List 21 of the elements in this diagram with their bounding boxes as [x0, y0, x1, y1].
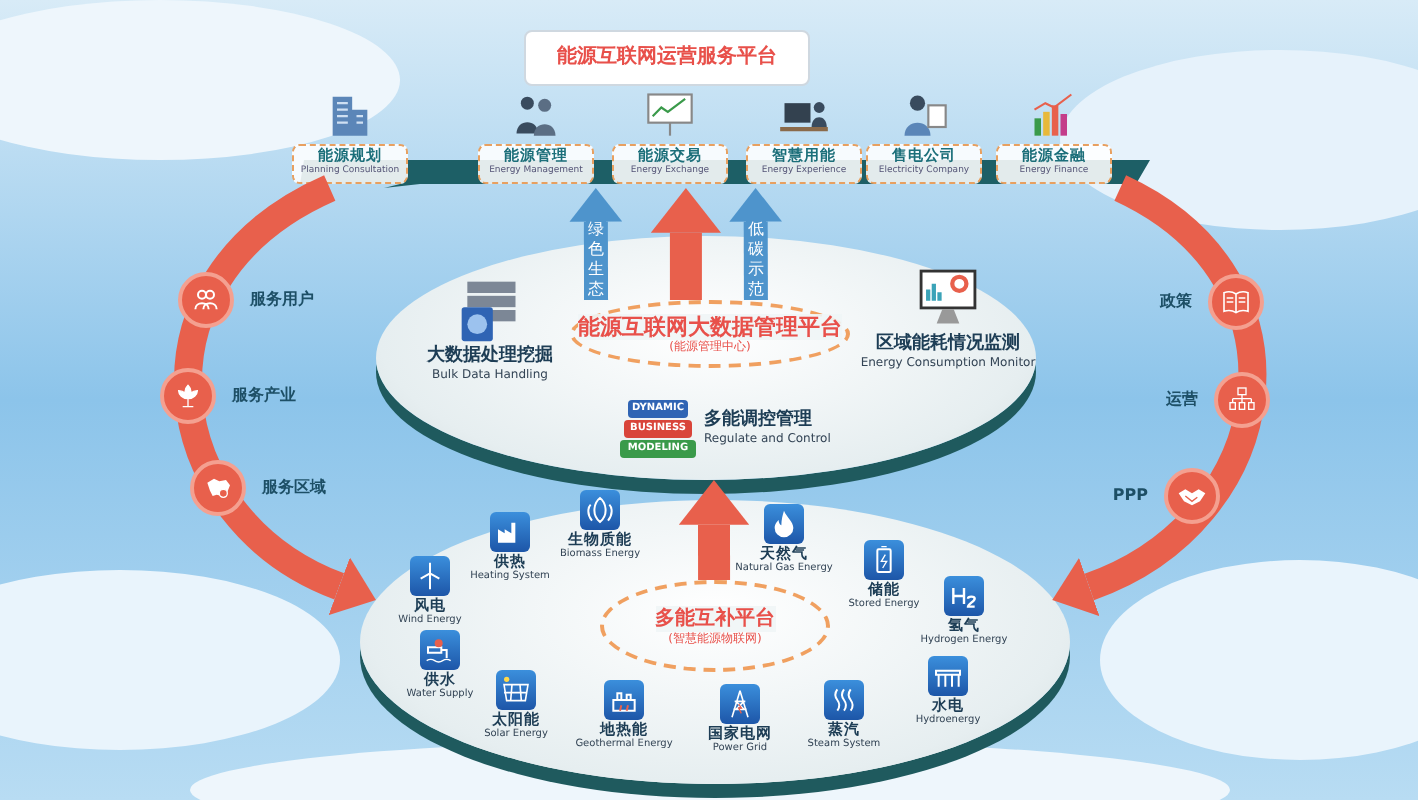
dashed-ring [570, 300, 850, 368]
platform-name: 多能互补平台 [655, 605, 775, 631]
side-label: 运营 [1166, 388, 1198, 412]
side-label: PPP [1112, 484, 1148, 508]
dashed-ring [600, 580, 830, 672]
arrow [650, 188, 722, 300]
edge-label: 低碳示范 [745, 220, 766, 301]
side-label: 服务产业 [232, 384, 296, 408]
side-label: 政策 [1160, 290, 1192, 314]
item-name: 大数据处理挖掘 [427, 344, 553, 368]
side-label: 服务用户 [250, 288, 314, 312]
item-name: 多能调控管理 [704, 408, 814, 432]
item-name: 区域能耗情况监测 [876, 332, 1020, 356]
arrow [174, 175, 375, 615]
arrow [569, 188, 623, 301]
side-label: 服务区域 [262, 476, 326, 500]
edge-label: 绿色生态 [585, 220, 606, 301]
platform-name: 能源互联网大数据管理平台 [578, 313, 842, 339]
arrow [729, 188, 783, 301]
arrow [678, 480, 750, 580]
platform-title: 能源互联网运营服务平台 [524, 30, 810, 86]
